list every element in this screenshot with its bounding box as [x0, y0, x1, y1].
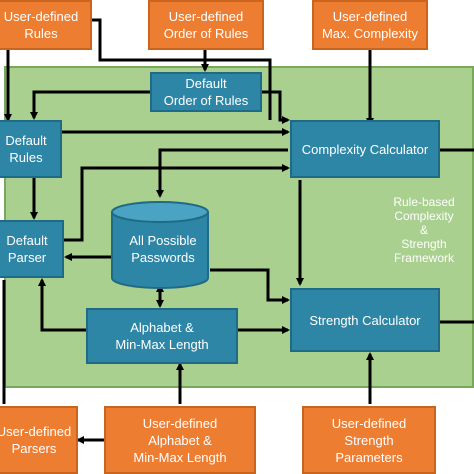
- all-passwords-label: All Possible Passwords: [129, 233, 197, 265]
- passwords-cylinder: [111, 201, 209, 289]
- default-order-node: Default Order of Rules: [150, 72, 262, 112]
- arrow-passwords-to-strength: [210, 268, 290, 304]
- user-max-complexity-node: User-defined Max. Complexity: [312, 0, 428, 50]
- arrow-parser-to-complexity: [62, 164, 290, 242]
- default-parser-node: Default Parser: [0, 220, 64, 278]
- framework-label: Rule-based Complexity & Strength Framewo…: [393, 195, 455, 265]
- alphabet-node: Alphabet & Min-Max Length: [86, 308, 238, 364]
- arrow-complexity-to-passwords: [156, 148, 288, 198]
- user-alphabet-node: User-defined Alphabet & Min-Max Length: [104, 406, 256, 474]
- line-user-rules-across: [92, 18, 272, 120]
- user-parsers-node: User-defined Parsers: [0, 406, 78, 474]
- strength-calculator-node: Strength Calculator: [290, 288, 440, 352]
- complexity-calculator-node: Complexity Calculator: [290, 120, 440, 178]
- arrow-default-order-to-complexity: [260, 90, 290, 124]
- arrow-default-order-to-rules: [30, 90, 150, 120]
- default-rules-node: Default Rules: [0, 120, 62, 178]
- user-strength-params-node: User-defined Strength Parameters: [302, 406, 436, 474]
- arrow-alphabet-to-parser: [38, 278, 86, 332]
- user-rules-node: User-defined Rules: [0, 0, 92, 50]
- user-order-node: User-defined Order of Rules: [148, 0, 264, 50]
